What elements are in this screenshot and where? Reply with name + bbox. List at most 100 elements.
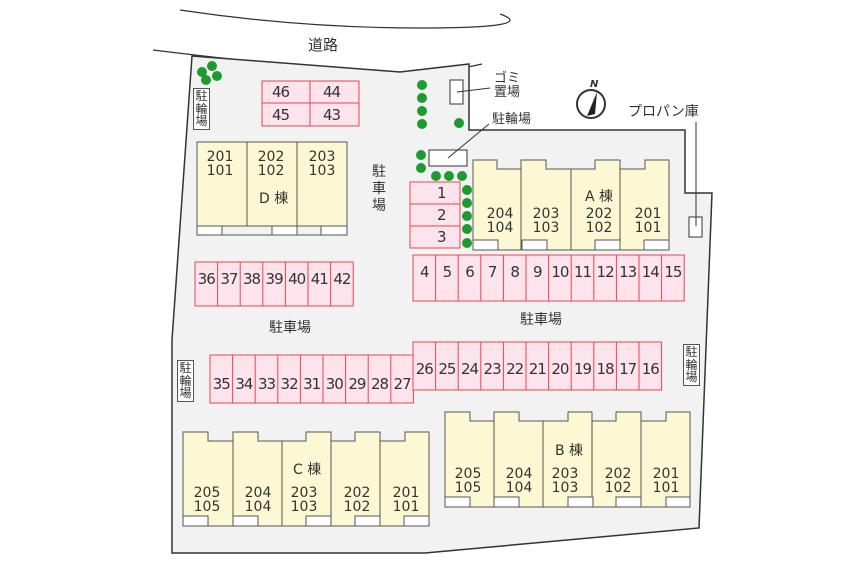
char: 輪 <box>195 101 208 116</box>
unit-lower: 103 <box>532 220 560 236</box>
parking-block-1-3 <box>409 181 461 249</box>
char: 場 <box>372 197 386 214</box>
unit-lower: 101 <box>634 220 662 236</box>
road-edge-top <box>179 9 511 29</box>
parking-label-left: 駐車場 <box>269 320 311 336</box>
building-c-name: C 棟 <box>293 462 322 478</box>
parking-space-label: 31 <box>303 375 321 393</box>
road-label: 道路 <box>308 36 339 54</box>
parking-space-2: 2 <box>437 206 446 224</box>
compass-icon <box>576 89 606 119</box>
char: 駐 <box>195 89 208 103</box>
unit-upper: 202 <box>257 149 285 165</box>
parking-space-label: 22 <box>506 360 524 378</box>
char: 場 <box>685 370 698 385</box>
parking-space-label: 19 <box>573 360 592 378</box>
unit-upper: 203 <box>532 206 560 222</box>
bike-parking-left-top: 駐 輪 場 <box>193 88 210 130</box>
parking-space-label: 16 <box>641 360 660 378</box>
parking-space-label: 27 <box>393 375 412 393</box>
tree-icons <box>197 61 472 248</box>
building-a <box>472 159 670 251</box>
parking-label-vertical: 駐 車 場 <box>372 164 386 214</box>
building-c <box>182 431 430 527</box>
garbage-area <box>449 79 464 105</box>
unit-lower: 103 <box>290 499 318 515</box>
garbage-label-line1: ゴミ <box>494 71 521 86</box>
propane-label: プロパン庫 <box>628 104 699 120</box>
parking-space-label: 26 <box>415 360 434 378</box>
char: 駐 <box>372 164 386 180</box>
char: 輪 <box>179 373 192 388</box>
parking-space-label: 18 <box>596 360 615 378</box>
parking-space-label: 35 <box>212 375 231 393</box>
parking-space-label: 7 <box>487 263 498 281</box>
unit-lower: 101 <box>392 499 420 515</box>
building-d <box>196 141 348 236</box>
parking-space-label: 9 <box>533 263 543 281</box>
unit-lower: 104 <box>244 499 272 515</box>
garbage-label-line2: 置場 <box>494 85 521 101</box>
parking-space-label: 5 <box>442 263 453 281</box>
parking-space-label: 17 <box>619 360 637 378</box>
parking-space-label: 34 <box>235 375 253 393</box>
char: 輪 <box>685 357 698 372</box>
parking-space-label: 32 <box>280 375 299 393</box>
parking-space-label: 30 <box>325 375 344 393</box>
unit-upper: 204 <box>505 466 533 482</box>
unit-upper: 203 <box>551 466 579 482</box>
bike-parking-label: 駐輪場 <box>492 112 532 127</box>
parking-space-label: 39 <box>265 270 284 288</box>
parking-space-label: 33 <box>257 375 276 393</box>
unit-lower: 103 <box>551 480 579 496</box>
parking-space-45: 45 <box>272 106 290 124</box>
unit-upper: 202 <box>604 466 632 482</box>
parking-space-3: 3 <box>437 228 446 246</box>
parking-row-4-15 <box>412 254 685 302</box>
unit-lower: 104 <box>505 480 533 496</box>
unit-lower: 103 <box>308 163 336 179</box>
building-a-name: A 棟 <box>585 189 614 205</box>
bike-parking-left-mid: 駐 輪 場 <box>177 360 194 402</box>
parking-space-label: 10 <box>551 263 569 281</box>
parking-space-label: 13 <box>619 263 637 281</box>
parking-space-label: 21 <box>528 360 547 378</box>
parking-space-46: 46 <box>272 83 290 101</box>
unit-upper: 203 <box>290 485 318 501</box>
parking-block-top <box>261 80 360 127</box>
unit-upper: 205 <box>454 466 482 482</box>
parking-row-35-27 <box>209 354 414 404</box>
parking-row-26-16 <box>412 341 663 391</box>
parking-space-label: 25 <box>438 360 456 378</box>
parking-space-label: 8 <box>510 263 520 281</box>
parking-space-label: 14 <box>641 263 660 281</box>
parking-space-label: 20 <box>551 360 569 378</box>
char: 車 <box>372 180 386 197</box>
char: 駐 <box>685 345 698 359</box>
parking-space-label: 4 <box>420 263 430 281</box>
unit-upper: 201 <box>392 485 420 501</box>
unit-lower: 102 <box>585 220 613 236</box>
parking-space-label: 42 <box>333 270 351 288</box>
parking-space-label: 28 <box>370 375 389 393</box>
unit-upper: 202 <box>585 206 613 222</box>
building-b <box>444 411 691 508</box>
garbage-label: ゴミ 置場 <box>494 71 521 101</box>
unit-lower: 102 <box>604 480 632 496</box>
garbage-leader <box>456 87 491 93</box>
unit-lower: 102 <box>343 499 371 515</box>
